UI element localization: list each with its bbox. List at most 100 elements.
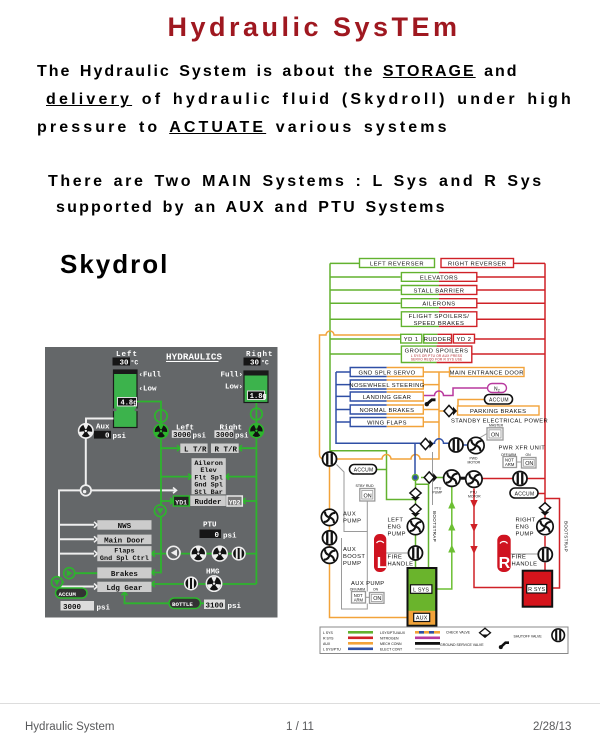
svg-text:SERVO REQD FOR R SYS USE: SERVO REQD FOR R SYS USE (411, 358, 463, 362)
svg-text:SHUTOFF VALVE: SHUTOFF VALVE (514, 635, 543, 639)
svg-text:NOT: NOT (505, 458, 514, 463)
svg-text:YD 2: YD 2 (457, 337, 472, 343)
svg-text:Aileron: Aileron (194, 460, 223, 468)
svg-text:MASTER: MASTER (489, 424, 504, 428)
svg-text:HYDRAULICS: HYDRAULICS (166, 352, 223, 363)
svg-text:PARKING BRAKES: PARKING BRAKES (470, 409, 526, 415)
svg-text:PUMP: PUMP (516, 532, 534, 538)
svg-text:SPEED BRAKES: SPEED BRAKES (414, 321, 465, 327)
svg-text:PUMP: PUMP (343, 519, 361, 525)
svg-text:NOSEWHEEL STEERING: NOSEWHEEL STEERING (349, 383, 424, 389)
svg-text:Brakes: Brakes (111, 571, 139, 579)
svg-text:ON: ON (525, 461, 533, 467)
svg-text:Rudder: Rudder (195, 499, 222, 507)
svg-text:psi: psi (113, 433, 127, 441)
svg-text:°C: °C (261, 359, 269, 367)
svg-text:BOOTSTRAP: BOOTSTRAP (564, 521, 569, 552)
svg-text:FIRE: FIRE (388, 555, 403, 561)
svg-text:FIRE: FIRE (512, 555, 527, 561)
svg-text:PTU: PTU (203, 522, 217, 530)
svg-text:Left: Left (116, 351, 138, 359)
svg-text:3000: 3000 (63, 604, 82, 612)
svg-text:Ldg Gear: Ldg Gear (106, 585, 142, 593)
svg-text:NWS: NWS (118, 523, 132, 531)
svg-text:PUMP: PUMP (433, 490, 444, 494)
svg-text:HMG: HMG (206, 569, 220, 577)
svg-text:STALL BARRIER: STALL BARRIER (414, 288, 465, 294)
svg-text:L SYS: L SYS (413, 587, 429, 593)
svg-text:NORMAL BRAKES: NORMAL BRAKES (360, 408, 415, 414)
svg-text:0: 0 (105, 433, 110, 441)
svg-text:BOTTLE: BOTTLE (172, 601, 193, 608)
svg-text:R SYS: R SYS (323, 636, 334, 640)
svg-text:BOOTSTRAP: BOOTSTRAP (432, 511, 437, 542)
svg-text:4.8g: 4.8g (121, 400, 138, 408)
svg-text:Gnd Spl: Gnd Spl (194, 482, 223, 490)
svg-text:psi: psi (193, 433, 207, 441)
svg-text:ENG: ENG (516, 525, 530, 531)
svg-text:ON: ON (364, 493, 372, 499)
svg-text:PWR XFR UNIT: PWR XFR UNIT (499, 446, 546, 452)
svg-text:°C: °C (131, 359, 139, 367)
svg-text:CHECK VALVE: CHECK VALVE (446, 631, 471, 635)
svg-text:Flaps: Flaps (114, 548, 134, 556)
svg-text:Left: Left (176, 425, 194, 433)
svg-text:YD2: YD2 (229, 499, 241, 506)
svg-text:ON: ON (373, 596, 381, 602)
svg-text:AILERONS: AILERONS (422, 302, 455, 308)
svg-text:NOT: NOT (354, 593, 363, 598)
svg-text:3000: 3000 (173, 432, 192, 440)
svg-text:Aux: Aux (96, 424, 110, 432)
svg-text:LANDING GEAR: LANDING GEAR (363, 395, 412, 401)
svg-text:psi: psi (223, 532, 237, 540)
svg-text:ACCUM: ACCUM (59, 591, 77, 598)
svg-text:0: 0 (214, 532, 219, 540)
svg-text:R T/R: R T/R (215, 446, 238, 454)
svg-text:AUX: AUX (416, 616, 428, 622)
svg-text:NITROGEN: NITROGEN (380, 636, 399, 640)
svg-text:psi: psi (97, 605, 111, 613)
svg-text:RIGHT REVERSER: RIGHT REVERSER (448, 261, 506, 267)
svg-text:2: 2 (498, 389, 500, 393)
svg-text:Elev: Elev (200, 467, 216, 475)
svg-text:3100: 3100 (206, 603, 225, 611)
svg-text:ACCUM: ACCUM (489, 398, 509, 404)
svg-text:GROUND SERVICE VALVE: GROUND SERVICE VALVE (440, 643, 484, 647)
svg-text:‹Low: ‹Low (139, 386, 158, 394)
svg-text:Stl Bar: Stl Bar (194, 489, 223, 497)
svg-text:Flt Spl: Flt Spl (194, 474, 223, 482)
svg-text:PUMP: PUMP (388, 532, 406, 538)
svg-text:Low›: Low› (225, 384, 243, 392)
svg-text:R SYS: R SYS (528, 587, 545, 593)
svg-text:AUX: AUX (343, 547, 356, 553)
svg-text:STBY RUD: STBY RUD (356, 484, 375, 488)
svg-text:Right: Right (246, 351, 274, 359)
svg-text:AUX: AUX (323, 642, 331, 646)
svg-text:MOTOR: MOTOR (468, 460, 481, 464)
svg-text:YD1: YD1 (175, 499, 187, 506)
svg-text:RIGHT: RIGHT (516, 518, 536, 524)
svg-text:Right: Right (220, 425, 243, 433)
svg-text:MOTOR: MOTOR (468, 494, 481, 498)
svg-text:MECH CONN: MECH CONN (380, 642, 402, 646)
svg-text:LSYS/PTU/AUX: LSYS/PTU/AUX (380, 631, 406, 635)
svg-text:3000: 3000 (216, 432, 235, 440)
svg-text:ON: ON (491, 433, 499, 439)
svg-text:GND SPLR SERVO: GND SPLR SERVO (358, 370, 415, 376)
svg-text:MAIN ENTRANCE DOOR: MAIN ENTRANCE DOOR (450, 370, 524, 376)
svg-text:RUDDER: RUDDER (424, 337, 452, 343)
svg-text:BOOST: BOOST (343, 554, 365, 560)
svg-text:L T/R: L T/R (184, 446, 207, 454)
svg-text:L SYS OR PTU OR AUX PRESS: L SYS OR PTU OR AUX PRESS (411, 354, 462, 358)
svg-text:ENG: ENG (388, 525, 402, 531)
svg-text:HANDLE: HANDLE (512, 562, 538, 568)
svg-text:Main Door: Main Door (104, 537, 145, 545)
svg-text:L SYS: L SYS (323, 631, 333, 635)
svg-text:‹Full: ‹Full (139, 372, 162, 380)
svg-text:AUX PUMP: AUX PUMP (351, 581, 384, 587)
svg-text:YD 1: YD 1 (404, 337, 419, 343)
svg-text:LEFT REVERSER: LEFT REVERSER (370, 261, 424, 267)
svg-text:OFF/ARM: OFF/ARM (350, 588, 365, 592)
svg-text:ELEVATORS: ELEVATORS (420, 275, 458, 281)
svg-text:ACCUM: ACCUM (354, 468, 374, 474)
